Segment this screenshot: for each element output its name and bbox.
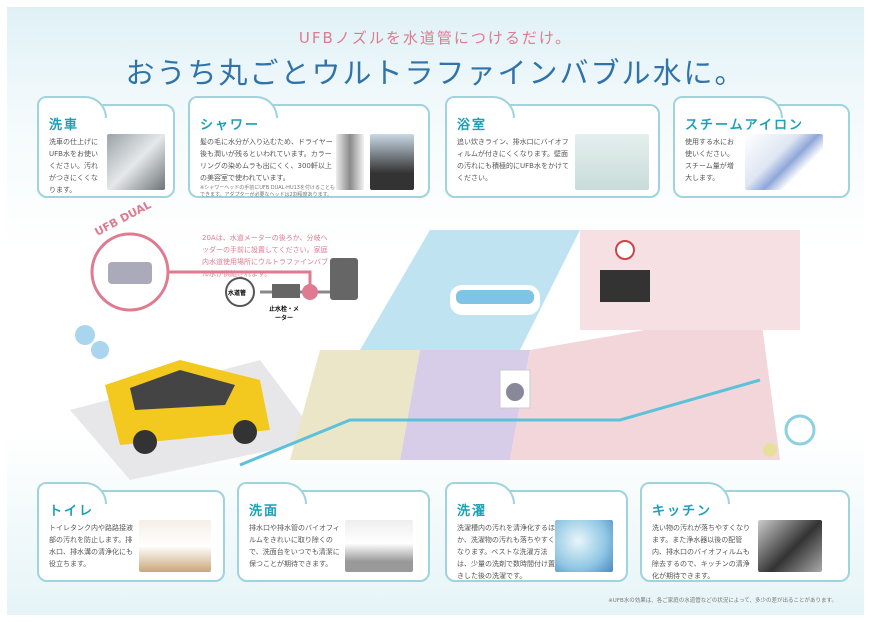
card-body: 髪の毛に水分が入り込むため、ドライヤー後も潤いが残るといわれています。カラーリン… <box>200 138 333 182</box>
bath-water <box>456 290 534 304</box>
card-title: 洗濯 <box>457 504 488 519</box>
tv <box>600 270 650 302</box>
card-title: スチームアイロン <box>685 118 804 133</box>
meter-icon <box>272 284 300 298</box>
card-text: トイレタンク内や路路接液部の汚れを防止します。排水口、排水溝の清浄化にも役立ちま… <box>49 524 133 568</box>
install-caption: 20Aは、水道メーターの後ろか、分岐ヘッダーの手前に設置してください。家庭内水道… <box>202 234 328 278</box>
card-text: 洗い物の汚れが落ちやすくなります。また浄水器以後の配管内、排水口のバイオフィルム… <box>652 524 750 580</box>
page-title: おうち丸ごとウルトラファインバブル水に。 <box>125 56 746 90</box>
card-title: 洗車 <box>49 118 80 133</box>
card-note: ※シャワーヘッドの手前にUFB DUAL-HU13を付けることもできます。アダプ… <box>200 185 335 198</box>
card-text: 髪の毛に水分が入り込むため、ドライヤー後も潤いが残るといわれています。カラーリン… <box>200 136 338 199</box>
steam-iron-photo <box>745 134 823 190</box>
shower-photo-2 <box>370 134 414 190</box>
card-washbasin: 洗面 排水口や排水管のバイオフィルムをきれいに取り除くので、洗面台をいつでも清潔… <box>237 482 430 582</box>
card-title: キッチン <box>652 504 713 519</box>
card-text: 追い炊きライン、排水口にバイオフィルムが付きにくくなります。壁面の汚れにも積極的… <box>457 138 569 182</box>
card-title: 洗面 <box>249 504 280 519</box>
card-bathroom: 浴室 追い炊きライン、排水口にバイオフィルムが付きにくくなります。壁面の汚れにも… <box>445 96 660 198</box>
kitchen-room <box>510 310 780 460</box>
card-title: シャワー <box>200 118 261 133</box>
toilet-photo <box>139 520 211 572</box>
laundry-photo <box>555 520 613 572</box>
washroom-room <box>400 350 530 460</box>
card-toilet: トイレ トイレタンク内や路路接液部の汚れを防止します。排水口、排水溝の清浄化にも… <box>37 482 225 582</box>
washbasin-photo <box>345 520 413 572</box>
bathroom-photo <box>575 134 649 190</box>
washing-machine <box>499 369 531 409</box>
footer-note: ※UFB水の効果は、各ご家庭の水道管などの状況によって、多少の差が出ることがあり… <box>608 598 837 604</box>
card-title: トイレ <box>49 504 95 519</box>
valve-meter-label: 止水栓・メーター <box>268 306 299 322</box>
toilet-room <box>290 350 420 460</box>
water-pipe-label: 水道管 <box>228 290 247 297</box>
card-kitchen: キッチン 洗い物の汚れが落ちやすくなります。また浄水器以後の配管内、排水口のバイ… <box>640 482 850 582</box>
living-wall <box>580 230 800 330</box>
shower-photo-1 <box>336 134 364 190</box>
ufb-nozzle-icon <box>108 262 152 284</box>
card-car-wash: 洗車 洗車の仕上げにUFB水をお使いください。汚れがつきにくくなります。 <box>37 96 175 198</box>
house-scene-svg <box>70 230 816 480</box>
water-heater <box>330 258 358 300</box>
clock-icon <box>615 240 635 260</box>
card-shower: シャワー 髪の毛に水分が入り込むため、ドライヤー後も潤いが残るといわれています。… <box>188 96 430 199</box>
house-illustration: UFB DUAL 20Aは、水道メーターの後ろか、分岐ヘッダーの手前に設置してく… <box>60 198 820 480</box>
card-text: 使用する水にお使いください。スチーム量が増大します。 <box>685 138 734 182</box>
kitchen-photo <box>758 520 822 572</box>
card-text: 洗濯槽内の汚れを清浄化するほか、洗濯物の汚れも落ちやすくなります。ベストな洗濯方… <box>457 524 555 580</box>
card-laundry: 洗濯 洗濯槽内の汚れを清浄化するほか、洗濯物の汚れも落ちやすくなります。ベストな… <box>445 482 628 582</box>
card-steam-iron: スチームアイロン 使用する水にお使いください。スチーム量が増大します。 <box>673 96 850 198</box>
card-text: 排水口や排水管のバイオフィルムをきれいに取り除くので、洗面台をいつでも清潔に保つ… <box>249 524 340 568</box>
blue-pipe <box>239 378 761 467</box>
car-wash-photo <box>107 134 165 190</box>
subtitle: UFBノズルを水道管につけるだけ。 <box>298 29 573 47</box>
card-text: 洗車の仕上げにUFB水をお使いください。汚れがつきにくくなります。 <box>49 138 98 194</box>
card-title: 浴室 <box>457 118 488 133</box>
